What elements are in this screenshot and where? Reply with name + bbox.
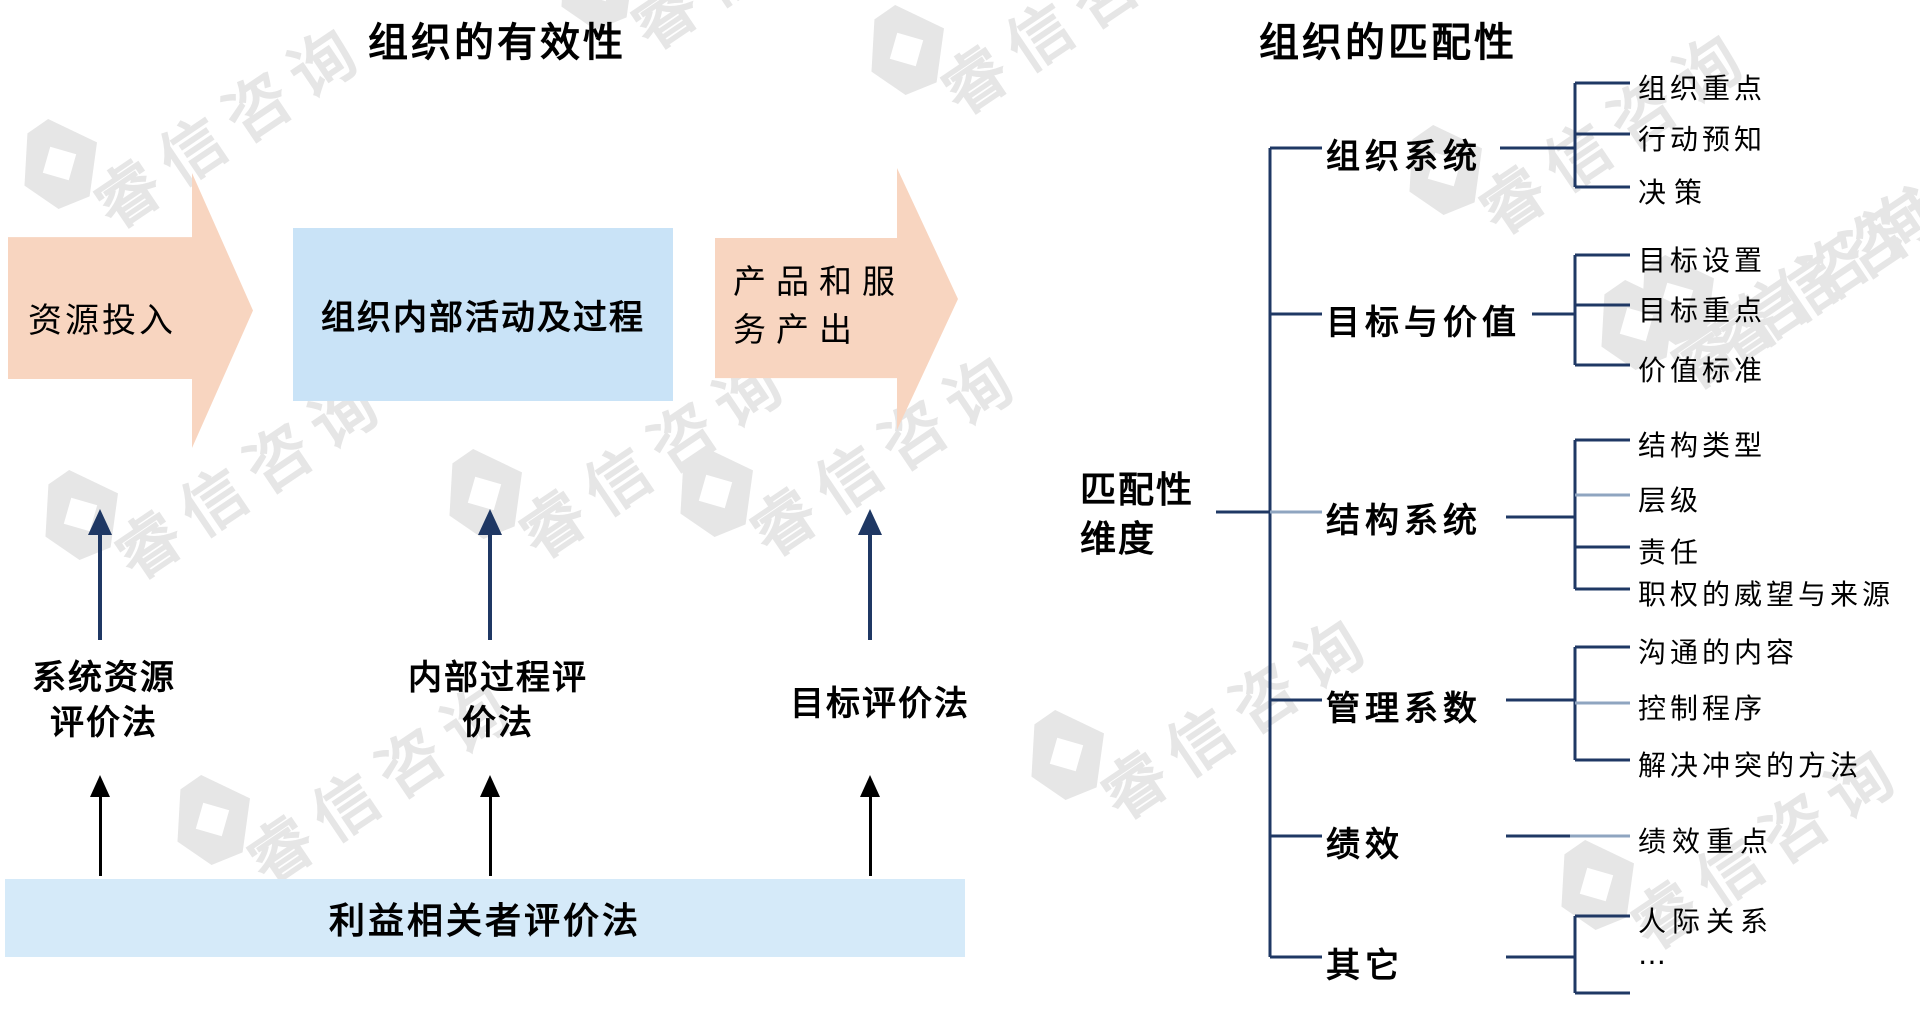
leaf-label: 层级 xyxy=(1638,484,1703,517)
arrow-stem xyxy=(868,797,872,876)
arrow-head-icon xyxy=(860,775,880,797)
tree-root-label: 匹配性 维度 xyxy=(1080,466,1194,564)
leaf-label: 决策 xyxy=(1638,176,1711,209)
method-label-goal: 目标评价法 xyxy=(760,682,1000,727)
root-label-line2: 维度 xyxy=(1080,519,1157,560)
internal-process-box: 组织内部活动及过程 xyxy=(293,228,673,401)
leaf-label: 组织重点 xyxy=(1638,72,1767,105)
root-label-line1: 匹配性 xyxy=(1080,470,1195,511)
arrow-head-icon xyxy=(90,775,110,797)
arrow-stem xyxy=(98,797,102,876)
method-1-line2: 评价法 xyxy=(50,703,158,743)
branch-label-other: 其它 xyxy=(1326,946,1404,986)
right-diagram-title: 组织的匹配性 xyxy=(1259,20,1517,66)
output-arrow-label: 产品和服 务产出 xyxy=(733,258,905,354)
navy-up-arrow-3 xyxy=(857,509,883,640)
stakeholder-bar: 利益相关者评价法 xyxy=(5,879,965,957)
black-up-arrow-2 xyxy=(479,775,501,876)
stakeholder-bar-label: 利益相关者评价法 xyxy=(328,901,641,942)
leaf-label: 人际关系 xyxy=(1638,905,1775,938)
arrow-head-icon xyxy=(480,775,500,797)
leaf-label: 行动预知 xyxy=(1638,123,1767,156)
leaf-label: 沟通的内容 xyxy=(1638,636,1799,669)
black-up-arrow-1 xyxy=(89,775,111,876)
leaf-label: 结构类型 xyxy=(1638,429,1767,462)
leaf-label: … xyxy=(1638,938,1670,971)
branch-label-performance: 绩效 xyxy=(1326,825,1404,865)
method-1-line1: 系统资源 xyxy=(32,658,176,698)
arrow-stem xyxy=(868,535,872,640)
black-up-arrow-3 xyxy=(859,775,881,876)
leaf-label: 解决冲突的方法 xyxy=(1638,749,1863,782)
method-3-line1: 目标评价法 xyxy=(790,684,970,724)
output-arrow-label-line2: 务产出 xyxy=(733,310,862,349)
branch-label-goals-values: 目标与价值 xyxy=(1326,303,1521,343)
arrow-stem xyxy=(98,535,102,640)
method-label-system-resource: 系统资源 评价法 xyxy=(4,656,204,746)
arrow-stem xyxy=(488,797,492,876)
leaf-label: 责任 xyxy=(1638,536,1703,569)
leaf-label: 绩效重点 xyxy=(1638,825,1775,858)
output-arrow-label-line1: 产品和服 xyxy=(733,262,905,301)
leaf-label: 职权的威望与来源 xyxy=(1638,578,1895,611)
leaf-label: 控制程序 xyxy=(1638,692,1767,725)
method-2-line2: 价法 xyxy=(462,703,534,743)
internal-process-label: 组织内部活动及过程 xyxy=(321,298,645,338)
method-2-line1: 内部过程评 xyxy=(408,658,588,698)
branch-label-management-system: 管理系数 xyxy=(1326,689,1482,729)
arrow-head-icon xyxy=(858,509,882,535)
arrow-stem xyxy=(488,535,492,640)
method-label-internal-process: 内部过程评 价法 xyxy=(398,656,598,746)
branch-label-structure-system: 结构系统 xyxy=(1326,501,1482,541)
resource-input-label: 资源投入 xyxy=(28,301,176,341)
